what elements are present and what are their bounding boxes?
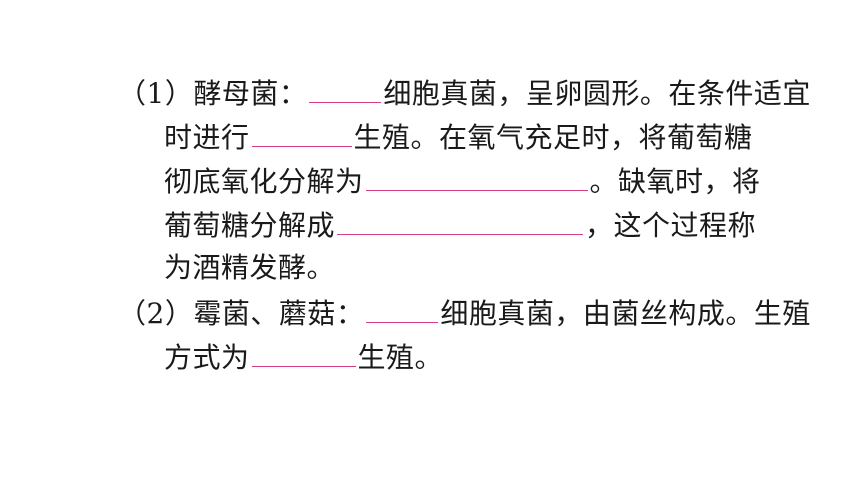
blank-2[interactable] bbox=[251, 116, 352, 147]
item-1-line-5: 为酒精发酵。 bbox=[164, 248, 335, 288]
blank-3[interactable] bbox=[365, 160, 588, 191]
item-1-text-4a: 葡萄糖分解成 bbox=[164, 209, 336, 242]
item-2-line-1: （2）霉菌、蘑菇： 细胞真菌，由菌丝构成。生殖 bbox=[118, 292, 811, 334]
blank-6[interactable] bbox=[251, 336, 356, 367]
item-1-text-1: 细胞真菌，呈卵圆形。在条件适宜 bbox=[383, 77, 811, 110]
blank-5[interactable] bbox=[366, 292, 439, 323]
item-2-text-1: 细胞真菌，由菌丝构成。生殖 bbox=[440, 297, 811, 330]
item-1-text-3a: 彻底氧化分解为 bbox=[164, 165, 364, 198]
item-1-line-2: 时进行 生殖。在氧气充足时，将葡萄糖 bbox=[164, 116, 753, 158]
item-1-number: （1） bbox=[118, 77, 194, 110]
item-1-line-3: 彻底氧化分解为 。缺氧时，将 bbox=[164, 160, 761, 202]
item-2-text-2b: 生殖。 bbox=[357, 341, 444, 374]
item-1-text-4b: ，这个过程称 bbox=[585, 209, 757, 242]
blank-1[interactable] bbox=[309, 72, 382, 103]
blank-4[interactable] bbox=[337, 204, 584, 235]
item-1-text-2b: 生殖。在氧气充足时，将葡萄糖 bbox=[353, 121, 753, 154]
item-1-text-5: 为酒精发酵。 bbox=[164, 251, 336, 284]
item-1-text-3b: 。缺氧时，将 bbox=[589, 165, 761, 198]
item-2-heading: 霉菌、蘑菇： bbox=[193, 297, 365, 330]
item-2-text-2a: 方式为 bbox=[164, 341, 250, 374]
item-2-line-2: 方式为 生殖。 bbox=[164, 336, 443, 378]
item-1-line-1: （1）酵母菌： 细胞真菌，呈卵圆形。在条件适宜 bbox=[118, 72, 811, 114]
item-1-heading: 酵母菌： bbox=[193, 77, 308, 110]
item-1-text-2a: 时进行 bbox=[164, 121, 250, 154]
item-2-number: （2） bbox=[118, 297, 194, 330]
item-1-line-4: 葡萄糖分解成 ，这个过程称 bbox=[164, 204, 756, 246]
